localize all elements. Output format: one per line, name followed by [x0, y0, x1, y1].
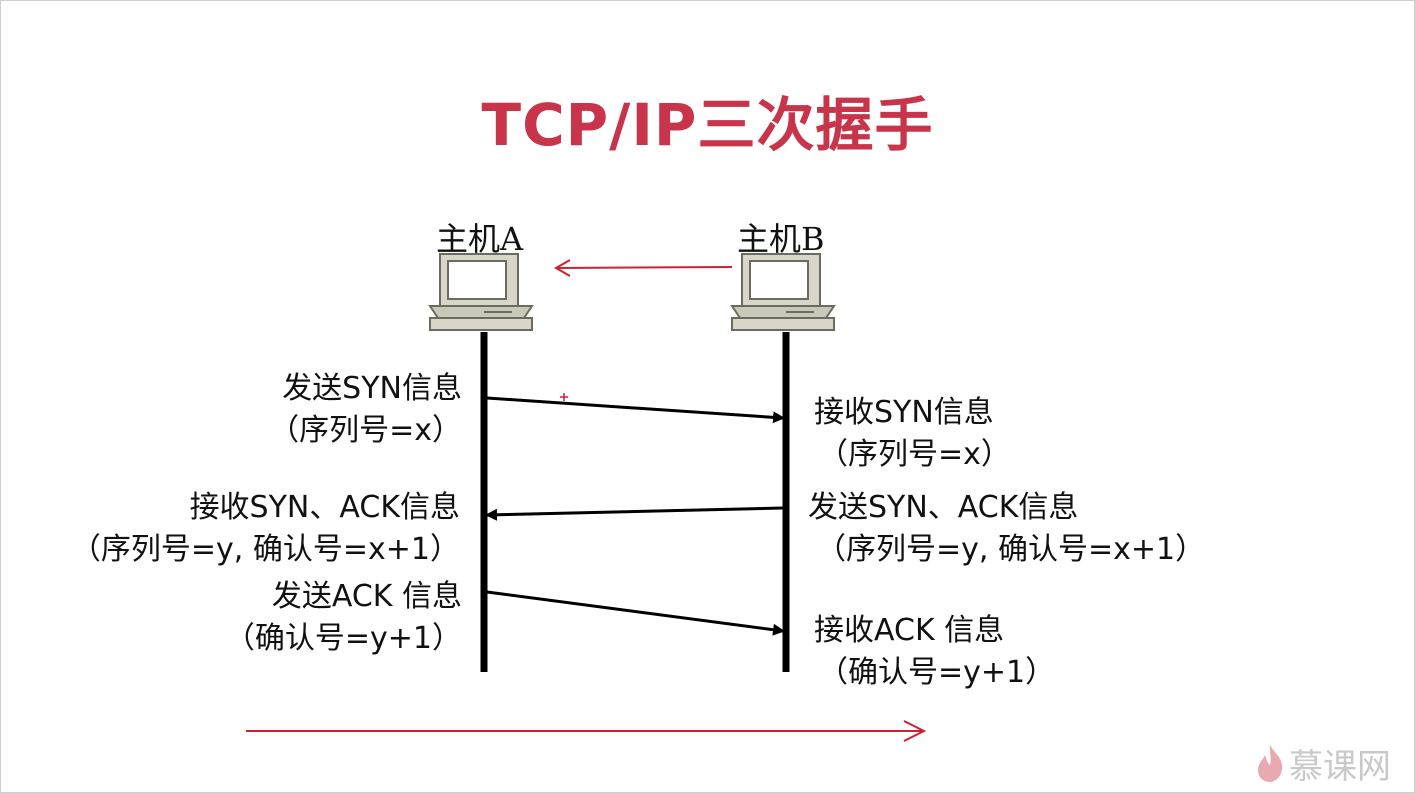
computer-a-icon: [428, 253, 534, 331]
step2-left-line1: 接收SYN、ACK信息: [189, 490, 460, 525]
step1-left-text: 发送SYN信息 （序列号=x）: [230, 368, 462, 452]
host-a-label: 主机A: [436, 220, 524, 258]
step2-right-text: 发送SYN、ACK信息 （序列号=y, 确认号=x+1）: [808, 487, 1205, 571]
step2-right-line2: （序列号=y, 确认号=x+1）: [816, 532, 1206, 567]
red-annotation-arrow-bottom: [246, 720, 927, 742]
step2-left-text: 接收SYN、ACK信息 （序列号=y, 确认号=x+1）: [60, 487, 460, 571]
step1-right-line2: （序列号=x）: [818, 437, 1011, 472]
mooc-logo: 慕课网: [1255, 742, 1391, 787]
logo-text: 慕课网: [1289, 746, 1391, 787]
step2-right-line1: 发送SYN、ACK信息: [808, 490, 1079, 525]
slide-title: TCP/IP三次握手: [481, 91, 934, 159]
flame-logo-icon: [1258, 745, 1283, 782]
step1-left-line1: 发送SYN信息: [282, 371, 462, 406]
syn-ack-arrow: [485, 506, 784, 521]
step3-left-text: 发送ACK 信息 （确认号=y+1）: [200, 576, 462, 660]
step3-left-line2: （确认号=y+1）: [224, 621, 462, 656]
red-annotation-cursor-mark: [560, 393, 568, 401]
step3-right-line2: （确认号=y+1）: [818, 655, 1056, 690]
host-b-label: 主机B: [737, 220, 825, 258]
step1-left-line2: （序列号=x）: [269, 413, 462, 448]
step2-left-line2: （序列号=y, 确认号=x+1）: [70, 532, 460, 567]
step3-right-text: 接收ACK 信息 （确认号=y+1）: [814, 610, 1055, 694]
computer-b-icon: [730, 253, 836, 331]
red-annotation-arrow-top: [553, 259, 733, 277]
step1-right-text: 接收SYN信息 （序列号=x）: [814, 392, 1011, 476]
ack-arrow: [486, 590, 785, 636]
step3-right-line1: 接收ACK 信息: [814, 613, 1005, 648]
syn-arrow: [486, 396, 785, 424]
step3-left-line1: 发送ACK 信息: [271, 579, 462, 614]
step1-right-line1: 接收SYN信息: [814, 395, 994, 430]
